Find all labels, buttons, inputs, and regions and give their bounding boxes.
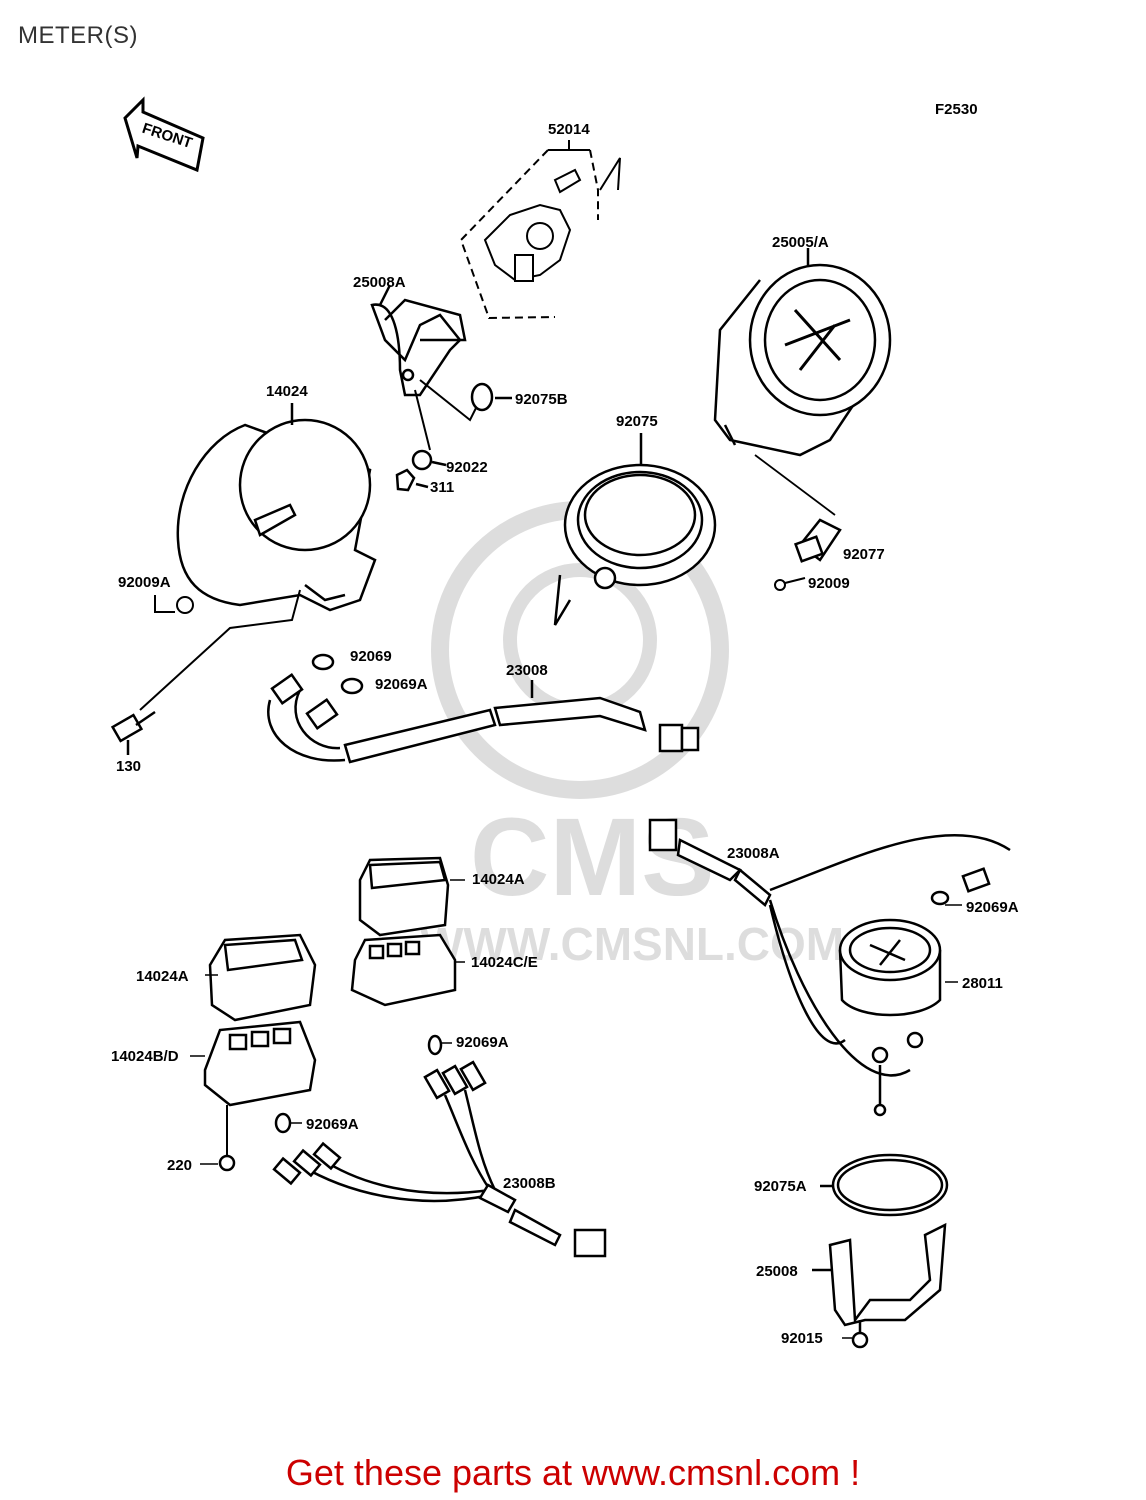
label-130: 130 — [116, 758, 141, 775]
nut-92022 — [411, 449, 447, 471]
indicator-housing-14024A-lower — [208, 933, 317, 1022]
label-28011: 28011 — [962, 975, 1003, 992]
label-23008B: 23008B — [503, 1175, 556, 1192]
label-220: 220 — [167, 1157, 192, 1174]
nut-311 — [395, 468, 429, 492]
bracket-25008A — [370, 284, 481, 451]
label-92069A-2: 92069A — [966, 899, 1019, 916]
label-14024BD: 14024B/D — [111, 1048, 179, 1065]
promo-link[interactable]: Get these parts at www.cmsnl.com ! — [285, 1452, 861, 1493]
screw-92009A — [154, 595, 194, 614]
label-25008A: 25008A — [353, 274, 406, 291]
label-25005A: 25005/A — [772, 234, 829, 251]
cable-end-92077 — [793, 518, 842, 563]
label-92022: 92022 — [446, 459, 488, 476]
label-14024: 14024 — [266, 383, 308, 400]
label-92075B: 92075B — [515, 391, 568, 408]
indicator-housing-14024A-upper — [358, 856, 450, 937]
label-92015: 92015 — [781, 1330, 823, 1347]
label-92075: 92075 — [616, 413, 658, 430]
tachometer-28011 — [838, 918, 942, 1117]
meter-ring-92075 — [553, 433, 717, 626]
label-14024CE: 14024C/E — [471, 954, 538, 971]
meter-cover-14024 — [139, 403, 377, 711]
bolt-130 — [110, 710, 156, 755]
label-92075A: 92075A — [754, 1178, 807, 1195]
label-25008: 25008 — [756, 1263, 798, 1280]
leader-lines — [190, 879, 962, 1339]
label-92069A-4: 92069A — [306, 1116, 359, 1133]
label-14024A-1: 14024A — [472, 871, 525, 888]
label-23008A: 23008A — [727, 845, 780, 862]
watermark-url: WWW.CMSNL.COM — [420, 918, 844, 970]
o-ring-92075A — [820, 1153, 949, 1217]
label-92077: 92077 — [843, 546, 885, 563]
label-23008: 23008 — [506, 662, 548, 679]
watermark-brand: CMS — [470, 796, 714, 919]
label-52014: 52014 — [548, 121, 590, 138]
front-arrow: FRONT — [123, 96, 205, 173]
grommet-92075B — [470, 382, 512, 412]
bracket-25008 — [812, 1222, 947, 1349]
harness-23008A — [648, 818, 1011, 1077]
part-52014-assembly — [459, 140, 621, 320]
label-92009: 92009 — [808, 575, 850, 592]
harness-23008B — [272, 1034, 607, 1258]
harness-23008 — [267, 653, 700, 764]
label-92069A-3: 92069A — [456, 1034, 509, 1051]
label-14024A-2: 14024A — [136, 968, 189, 985]
indicator-housing-14024CE — [350, 933, 457, 1007]
label-92009A: 92009A — [118, 574, 171, 591]
page-title: METER(S) — [18, 22, 138, 49]
label-311: 311 — [430, 479, 454, 496]
figure-code: F2530 — [935, 101, 978, 118]
indicator-housing-14024BD — [203, 1020, 317, 1172]
part-labels: 52014 25008A 25005/A 14024 92075B 92075 … — [111, 121, 1019, 1347]
label-92069: 92069 — [350, 648, 392, 665]
screw-92009 — [774, 577, 806, 591]
label-92069A-1: 92069A — [375, 676, 428, 693]
speedometer-25005A — [713, 248, 892, 516]
